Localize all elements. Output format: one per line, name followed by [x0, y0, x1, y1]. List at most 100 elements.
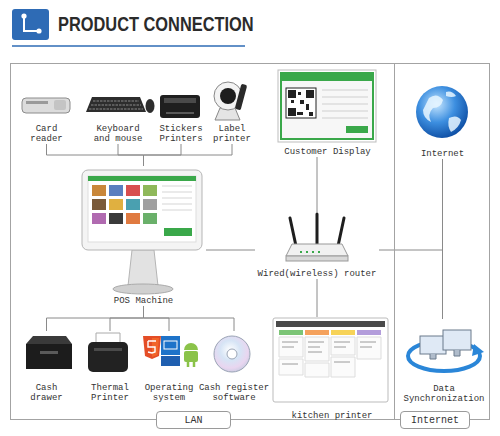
pos-pay-button [164, 228, 192, 236]
label-printer-icon [214, 82, 247, 120]
mouse-body [146, 99, 155, 113]
product-tile [126, 213, 140, 224]
keyboard-keys [89, 101, 143, 109]
globe-continents [423, 92, 461, 133]
ios-glyph [164, 341, 177, 349]
product-tile [143, 213, 157, 224]
device-label: POS Machine [81, 296, 206, 306]
data-sync-icon [408, 330, 484, 371]
device-node: Internet [405, 81, 480, 159]
header-icon-dot [36, 28, 41, 33]
thermal-printer-icon [88, 333, 128, 372]
router-icon [286, 214, 348, 261]
device-node: Cash drawer [19, 331, 74, 403]
order-cards [279, 337, 381, 377]
sticker-printer-body [160, 95, 200, 118]
device-label: Operating system [141, 383, 197, 403]
pos-stand [128, 250, 158, 286]
ios-tile [161, 336, 180, 355]
connection-line [379, 159, 443, 250]
windows-tile [161, 356, 180, 366]
qr-code [286, 88, 316, 118]
printer-body [88, 342, 128, 372]
display-header-bar [282, 74, 372, 81]
device-node: Stickers Printers [153, 89, 209, 144]
display-frame [278, 70, 376, 142]
card-reader-icon [22, 98, 70, 113]
disc-hole [227, 349, 237, 359]
qr-code-pattern [288, 90, 314, 116]
kitchen-header [276, 321, 385, 327]
sync-monitor-stands [430, 350, 460, 359]
device-label: Data Synchronization [400, 384, 488, 404]
device-node: Card reader [19, 89, 74, 144]
software-disc-icon [214, 336, 250, 372]
connection-line [206, 250, 255, 251]
connection-line [317, 279, 318, 317]
product-tile [109, 185, 123, 196]
device-label: kitchen printer [271, 411, 393, 421]
display-button [346, 126, 368, 133]
device-node: Data Synchronization [400, 319, 488, 404]
order-column-head [331, 330, 355, 335]
header-underline [12, 45, 245, 47]
android-head [184, 343, 198, 350]
cash-drawer-body [26, 344, 72, 369]
display-list-lines [322, 90, 368, 118]
order-column-head [305, 330, 329, 335]
kitchen-screen-icon [273, 318, 388, 402]
device-label: Label printer [209, 124, 255, 144]
printer-paper [96, 333, 120, 343]
diagram-title: PRODUCT CONNECTION [58, 10, 254, 38]
connection-line [118, 144, 144, 166]
sticker-printer-icon [160, 95, 200, 118]
product-tile [92, 199, 106, 210]
pos-machine-icon [82, 170, 202, 294]
device-node: Thermal Printer [81, 331, 139, 403]
device-node: Cash register software [198, 331, 270, 403]
cash-drawer-top [26, 336, 72, 344]
pos-base [113, 284, 173, 294]
product-tile [143, 199, 157, 210]
header-icon-dot [21, 13, 26, 18]
keyboard-icon [86, 97, 155, 113]
sticker-printer-slot [166, 112, 194, 114]
title-area: PRODUCT CONNECTION [58, 10, 309, 38]
customer-display-icon [278, 70, 376, 142]
device-label: Card reader [22, 124, 72, 144]
os-icons [143, 336, 198, 367]
display-screen [281, 73, 373, 139]
printer-lid [94, 348, 122, 351]
device-label: Cash drawer [22, 383, 72, 403]
product-tile [143, 185, 157, 196]
device-label: Thermal Printer [81, 383, 139, 403]
order-column-head [357, 330, 381, 335]
product-tile [126, 185, 140, 196]
globe [416, 86, 468, 138]
zone-label: Internet [400, 411, 470, 429]
connection-line [47, 144, 144, 166]
sticker-printer-lid [164, 98, 196, 103]
device-node: POS Machine [81, 166, 206, 306]
pos-screen [88, 176, 196, 242]
product-tile [126, 199, 140, 210]
router-base [286, 256, 348, 261]
device-label: Keyboard and mouse [88, 124, 148, 144]
device-label: Internet [405, 149, 480, 159]
cash-drawer-handle [40, 351, 58, 354]
router-body [286, 244, 348, 256]
network-zone: LANCard readerKeyboard and mouseStickers… [10, 63, 395, 420]
card-reader-slot [26, 101, 48, 104]
connection-line [317, 157, 318, 213]
order-column-head [279, 330, 303, 335]
android-legs [188, 362, 194, 367]
device-label: Stickers Printers [153, 124, 209, 144]
zone-label: LAN [156, 411, 231, 429]
cash-drawer-icon [26, 336, 72, 369]
device-node: Wired(wireless) router [255, 213, 379, 279]
device-label: Customer Display [276, 147, 379, 157]
device-node: Operating system [141, 331, 197, 403]
product-tile [92, 185, 106, 196]
